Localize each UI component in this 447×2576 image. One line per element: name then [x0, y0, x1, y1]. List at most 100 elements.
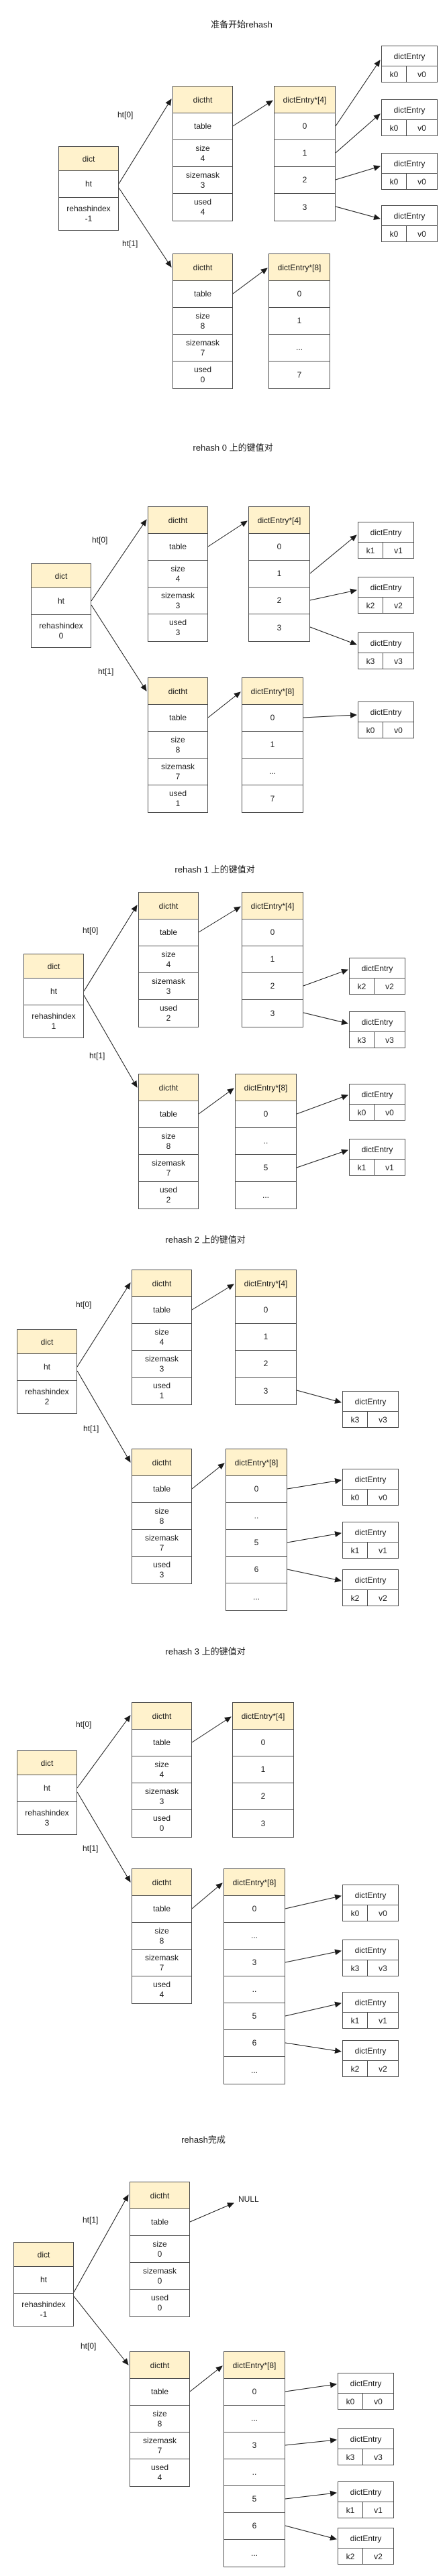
struct-row: ht — [17, 1775, 77, 1802]
row-label: table — [168, 713, 187, 722]
pointer-arrow — [287, 1569, 342, 1583]
bucket-array-header: dictEntry*[8] — [236, 1074, 296, 1101]
row-value: 0 — [157, 2249, 162, 2259]
bucket-slot: 3 — [260, 1818, 266, 1828]
bucket-slot: 6 — [224, 2513, 285, 2540]
row-value: 4 — [159, 1769, 164, 1779]
struct-row: table — [132, 1476, 191, 1503]
row-label: used — [152, 1980, 171, 1989]
dictht-struct-header: dictht — [132, 1270, 191, 1297]
bucket-array-header: dictEntry*[4] — [242, 893, 303, 919]
row-label: sizemask — [185, 170, 219, 180]
pointer-arrow — [77, 1370, 131, 1463]
dict-entry-header: dictEntry — [343, 1522, 398, 1543]
row-value: 4 — [159, 1990, 164, 1999]
row-label: sizemask — [160, 590, 195, 600]
row-value: 3 — [159, 1363, 164, 1374]
entry-key: k2 — [350, 978, 375, 994]
struct-row: table — [173, 281, 232, 308]
bucket-slot: ... — [252, 1591, 260, 1602]
struct-row: rehashindex-1 — [14, 2294, 73, 2326]
bucket-slot: 0 — [224, 1896, 285, 1923]
row-value: 8 — [175, 744, 181, 754]
hashtable-pointer-label: ht[1] — [83, 2215, 99, 2225]
entry-key: k0 — [343, 1905, 368, 1921]
dict-entry-header: dictEntry — [358, 633, 413, 653]
bucket-slot: 6 — [224, 2030, 285, 2057]
bucket-array-header: dictEntry*[8] — [224, 2352, 285, 2379]
pointer-arrow — [91, 519, 147, 602]
struct-row: ht — [32, 588, 91, 615]
pointer-arrow — [232, 268, 268, 294]
hashtable-pointer-label: ht[0] — [76, 1720, 92, 1729]
pointer-arrow — [309, 626, 357, 646]
dict-entry-header: dictEntry — [343, 1993, 398, 2013]
row-label: size — [152, 2239, 167, 2249]
dict-entry-header: dictEntry — [343, 2041, 398, 2061]
row-label: sizemask — [185, 337, 219, 347]
pointer-arrow — [198, 1088, 234, 1115]
pointer-arrow — [191, 1716, 232, 1743]
row-value: 3 — [166, 986, 171, 996]
row-label: size — [170, 563, 185, 573]
pointer-arrow — [73, 2296, 129, 2365]
bucket-array-header: dictEntry*[8] — [242, 678, 303, 705]
dict-struct-header: dict — [59, 147, 118, 171]
bucket-array-header: dictEntry*[8] — [226, 1449, 287, 1476]
entry-key: k3 — [338, 2449, 363, 2465]
row-value: 2 — [166, 1013, 171, 1023]
dict-entry-header: dictEntry — [338, 2429, 393, 2449]
struct-row: table — [132, 1896, 191, 1923]
pointer-arrow — [296, 1149, 348, 1168]
struct-row: table — [139, 1101, 198, 1128]
section-title: rehash 1 上的键值对 — [175, 864, 255, 875]
bucket-slot: 0 — [236, 1297, 296, 1324]
row-label: size — [195, 311, 210, 321]
pointer-arrow — [91, 604, 147, 691]
section-title: rehash 0 上的键值对 — [193, 443, 273, 453]
dict-entry-header: dictEntry — [350, 1012, 405, 1032]
entry-key: k1 — [343, 1543, 368, 1558]
row-value: 3 — [44, 1818, 50, 1828]
bucket-array-header: dictEntry*[4] — [233, 1703, 293, 1730]
dict-entry-header: dictEntry — [343, 1570, 398, 1590]
dict-entry-header: dictEntry — [358, 522, 413, 543]
section-title: rehash 3 上的键值对 — [165, 1646, 246, 1657]
row-label: rehashindex — [25, 1387, 69, 1396]
entry-key: k3 — [343, 1412, 368, 1427]
row-label: sizemask — [144, 1353, 179, 1363]
pointer-arrow — [296, 1094, 348, 1115]
dict-entry-header: dictEntry — [382, 46, 437, 66]
pointer-arrow — [335, 165, 381, 180]
entry-key: k0 — [382, 226, 407, 241]
bucket-slot: ... — [262, 1190, 269, 1200]
